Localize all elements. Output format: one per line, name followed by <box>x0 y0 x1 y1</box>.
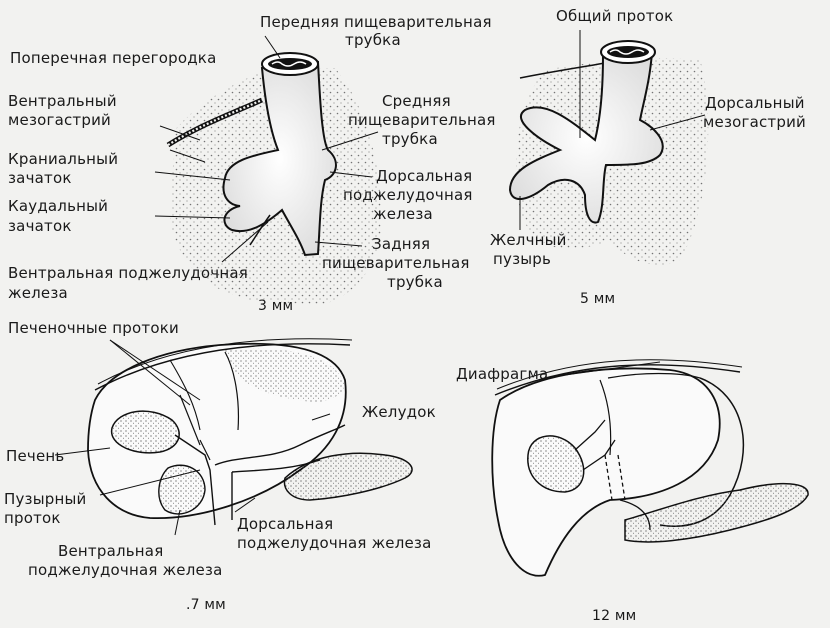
label-dorsal-pancreas-7mm-2: поджелудочная железа <box>237 535 432 552</box>
label-midgut-2: пищеварительная <box>348 112 496 129</box>
panel-12mm-drawing <box>492 360 808 576</box>
label-ventral-mesogastrium-1: Вентральный <box>8 93 117 110</box>
label-ventral-pancreas-7mm-1: Вентральная <box>58 543 163 560</box>
label-liver: Печень <box>6 448 64 465</box>
label-hindgut-2: пищеварительная <box>322 255 470 272</box>
label-ventral-pancreas-3mm-1: Вентральная поджелудочная <box>8 265 248 282</box>
label-ventral-pancreas-3mm-2: железа <box>8 285 68 302</box>
label-dorsal-pancreas-3mm-3: железа <box>373 206 433 223</box>
label-foregut-1: Передняя пищеварительная <box>260 14 492 31</box>
label-gallbladder-1: Желчный <box>490 232 567 249</box>
label-cystic-duct-2: проток <box>4 510 61 527</box>
label-caudal-bud-1: Каудальный <box>8 198 108 215</box>
label-dorsal-pancreas-7mm-1: Дорсальная <box>237 516 333 533</box>
label-cystic-duct-1: Пузырный <box>4 491 87 508</box>
label-dorsal-mesogastrium-1: Дорсальный <box>705 95 805 112</box>
label-stomach: Желудок <box>362 404 436 421</box>
label-midgut-1: Средняя <box>382 93 451 110</box>
label-ventral-pancreas-7mm-2: поджелудочная железа <box>28 562 223 579</box>
label-ventral-mesogastrium-2: мезогастрий <box>8 112 111 129</box>
label-dorsal-pancreas-3mm-1: Дорсальная <box>376 168 472 185</box>
label-dorsal-mesogastrium-2: мезогастрий <box>703 114 806 131</box>
label-transverse-septum: Поперечная перегородка <box>10 50 216 67</box>
label-gallbladder-2: пузырь <box>493 251 551 268</box>
label-cranial-bud-1: Краниальный <box>8 151 118 168</box>
label-common-duct: Общий проток <box>556 8 673 25</box>
panel-7mm-drawing <box>88 339 412 525</box>
label-hepatic-ducts: Печеночные протоки <box>8 320 179 337</box>
scale-3mm: 3 мм <box>258 298 293 315</box>
scale-5mm: 5 мм <box>580 291 615 308</box>
label-hindgut-3: трубка <box>387 274 443 291</box>
label-diaphragm: Диафрагма <box>456 366 548 383</box>
label-cranial-bud-2: зачаток <box>8 170 72 187</box>
scale-7mm: .7 мм <box>186 597 226 614</box>
label-caudal-bud-2: зачаток <box>8 218 72 235</box>
scale-12mm: 12 мм <box>592 608 636 625</box>
label-midgut-3: трубка <box>382 131 438 148</box>
label-dorsal-pancreas-3mm-2: поджелудочная <box>343 187 473 204</box>
label-foregut-2: трубка <box>345 32 401 49</box>
label-hindgut-1: Задняя <box>372 236 430 253</box>
